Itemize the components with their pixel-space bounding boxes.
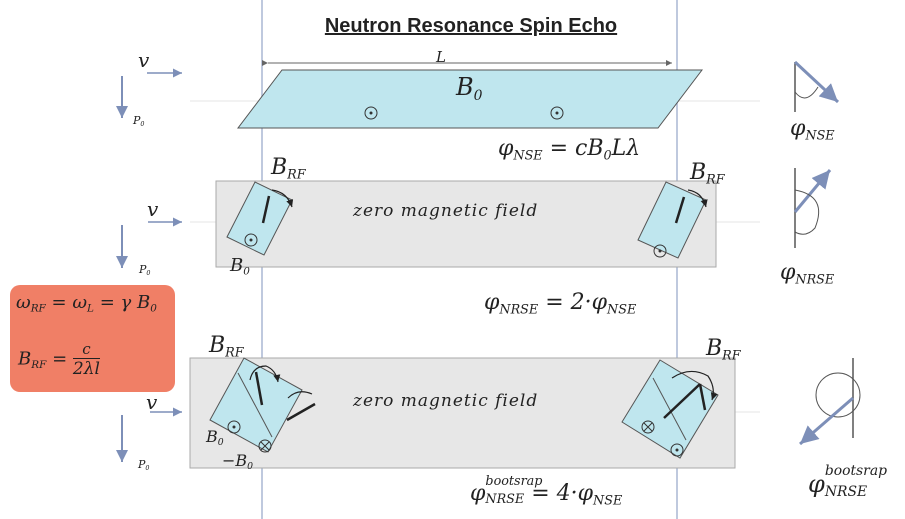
rf-rotation-arc — [687, 189, 708, 208]
rf-rotation-arc — [287, 391, 313, 399]
rf-field-vector — [663, 383, 701, 419]
b0-cross-symbol — [258, 439, 272, 453]
nse-phase-label: φNSE — [790, 116, 835, 144]
polarization-label: P0 — [133, 114, 145, 129]
b0-coil-label: B0 — [206, 427, 224, 449]
b0-dot-symbol — [550, 106, 564, 120]
nse-phase-icon — [793, 60, 840, 112]
rf-rotation-arc — [671, 370, 718, 401]
b0-coil-label: B0 — [230, 255, 250, 278]
rf-field-vector — [674, 196, 686, 224]
brf-label-right: BRF — [690, 160, 725, 188]
nse-phase-equation: φNSE = cB0Lλ — [498, 136, 641, 164]
rf-rotation-arc — [271, 189, 294, 208]
nrse-phase-equation: φNRSE = 2·φNSE — [484, 290, 637, 318]
b0-cross-symbol — [641, 420, 655, 434]
coil-divider — [237, 372, 273, 438]
bootstrap-phase-icon — [799, 358, 861, 446]
brf-label-left: BRF — [271, 155, 306, 183]
b0-dot-symbol — [653, 244, 667, 258]
rf-field-vector — [261, 195, 271, 224]
nse-field-region — [236, 69, 704, 129]
polarization-label: P0 — [139, 263, 151, 278]
b0-dot-symbol — [227, 420, 241, 434]
velocity-label: v — [147, 197, 159, 221]
b0-dot-symbol — [364, 106, 378, 120]
b0-dot-symbol — [670, 443, 684, 457]
rf-field-vector — [254, 371, 264, 406]
nrse-phase-icon — [793, 168, 832, 248]
rf-field-vector — [286, 402, 316, 422]
brf-label-right-bootstrap: BRF — [706, 336, 741, 364]
coil-divider — [652, 377, 687, 441]
b0-dot-symbol — [244, 233, 258, 247]
rf-field-vector — [698, 383, 707, 411]
minus-b0-coil-label: −B0 — [222, 451, 254, 473]
nrse-zero-field-region — [215, 180, 717, 268]
resonance-frequency-equation: ωRF = ωL = γ B0 — [16, 292, 157, 315]
length-label: L — [436, 48, 446, 66]
page-title: Neutron Resonance Spin Echo — [324, 15, 618, 37]
velocity-label: v — [146, 390, 158, 414]
nrse-phase-label: φNRSE — [780, 260, 835, 288]
rf-rotation-arc — [249, 365, 281, 383]
zero-field-text: zero magnetic field — [353, 201, 539, 221]
b0-field-label: B0 — [456, 73, 483, 104]
zero-field-text: zero magnetic field — [353, 391, 539, 411]
brf-label-left-bootstrap: BRF — [209, 333, 244, 361]
resonance-condition-box — [10, 285, 175, 392]
velocity-label: v — [138, 48, 150, 72]
polarization-label: P0 — [138, 458, 150, 473]
